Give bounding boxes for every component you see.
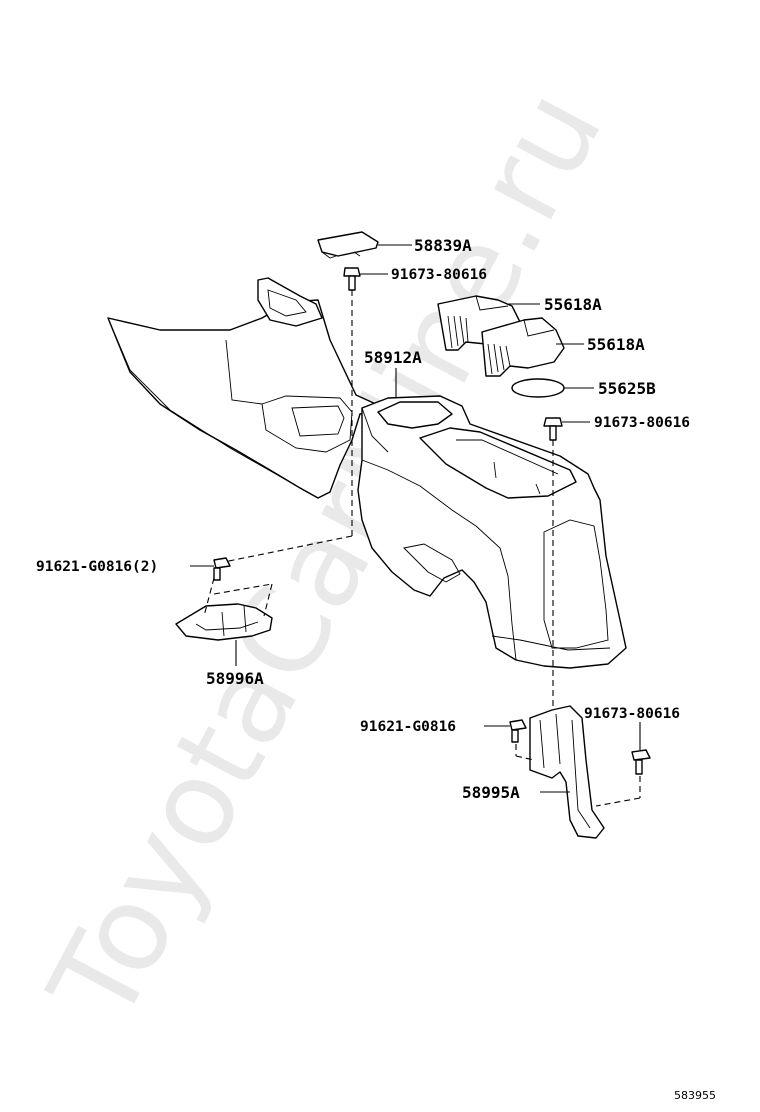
label-91621-G0816-2: 91621-G0816(2) bbox=[36, 559, 158, 575]
bracket-58995A bbox=[529, 705, 605, 839]
cover-58839A bbox=[317, 231, 379, 259]
label-58995A: 58995A bbox=[462, 783, 520, 802]
label-58839A: 58839A bbox=[414, 236, 472, 255]
console-box-58912A bbox=[107, 277, 627, 669]
label-58912A: 58912A bbox=[364, 348, 422, 367]
screw-top bbox=[343, 267, 361, 291]
screw-lower-left bbox=[509, 719, 527, 743]
label-91673-80616-top: 91673-80616 bbox=[391, 267, 487, 283]
screw-left bbox=[213, 557, 231, 581]
bracket-58996A bbox=[175, 603, 273, 641]
figure-number: 583955 bbox=[674, 1089, 716, 1102]
label-58996A: 58996A bbox=[206, 669, 264, 688]
mat-55625B bbox=[511, 378, 565, 398]
label-91673-80616-mid: 91673-80616 bbox=[594, 415, 690, 431]
label-55618A-2: 55618A bbox=[587, 335, 645, 354]
label-91673-80616-low: 91673-80616 bbox=[584, 706, 680, 722]
label-55625B: 55625B bbox=[598, 379, 656, 398]
label-91621-G0816: 91621-G0816 bbox=[360, 719, 456, 735]
cup-holder-2 bbox=[481, 317, 565, 377]
label-55618A-1: 55618A bbox=[544, 295, 602, 314]
screw-lower-right bbox=[631, 749, 651, 775]
screw-mid bbox=[543, 417, 563, 441]
